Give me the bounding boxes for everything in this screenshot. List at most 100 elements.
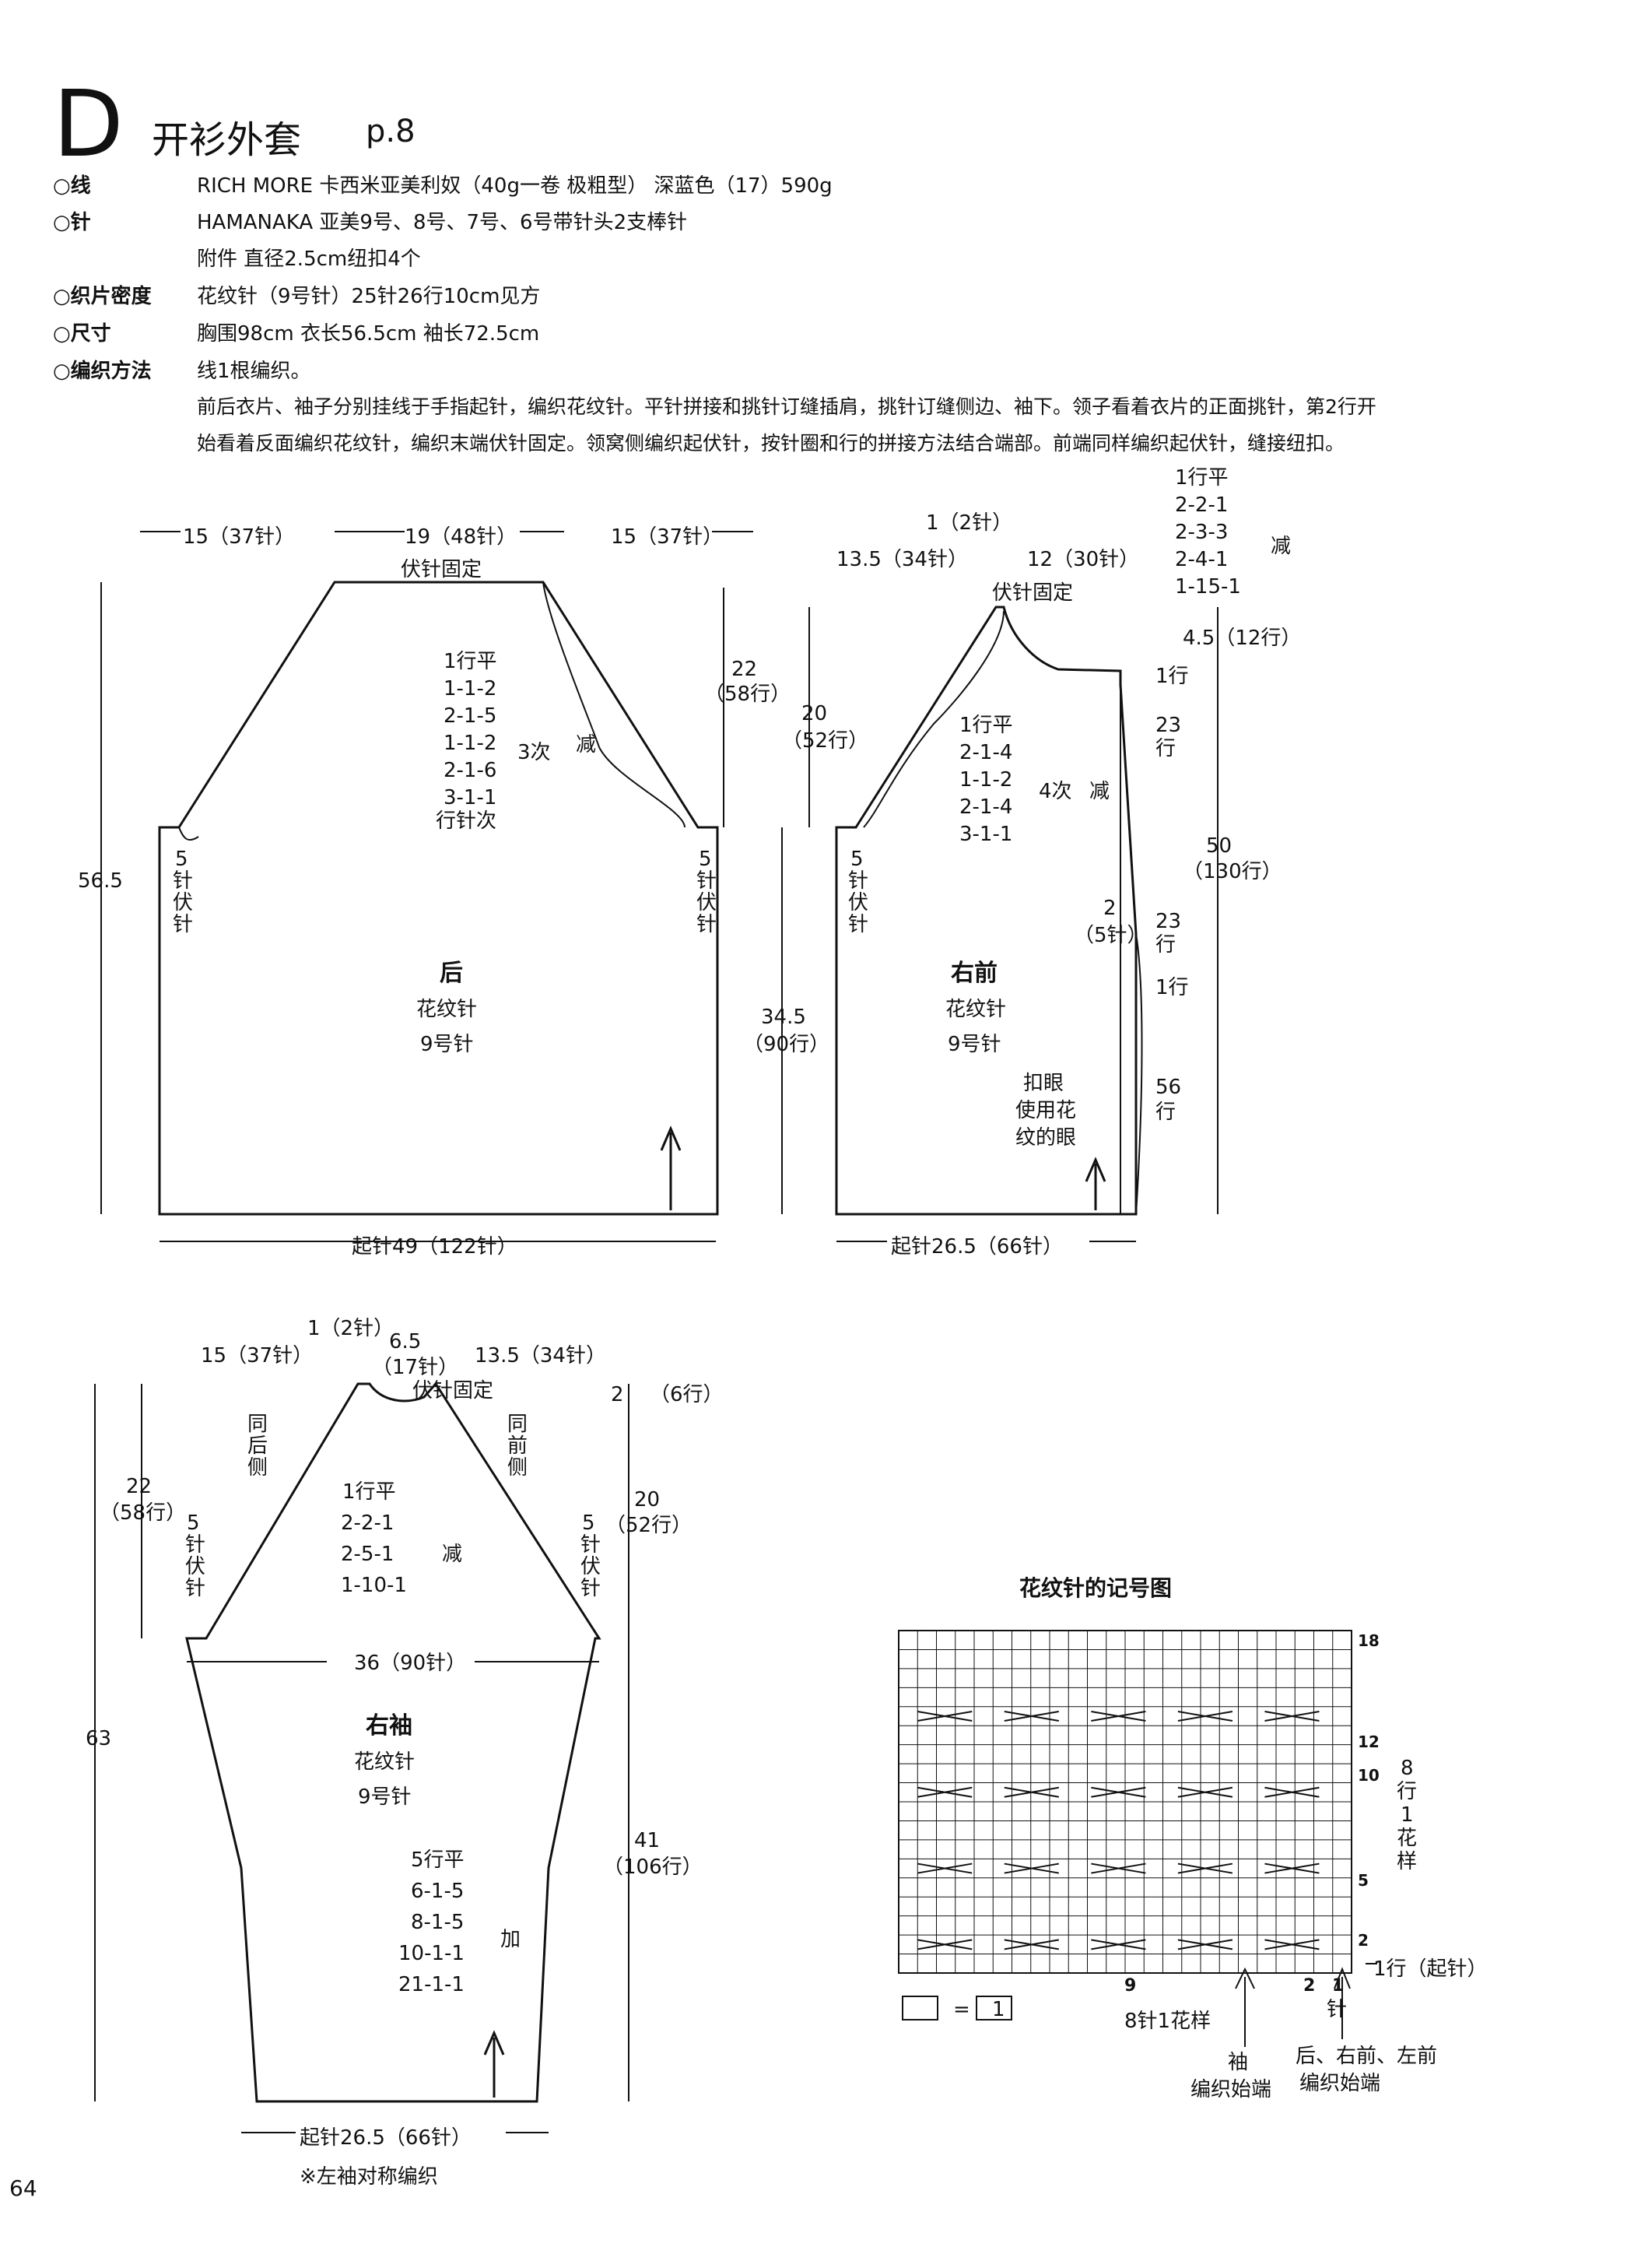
front-dec-word: 减 [1089,780,1110,803]
chart-row-18: 18 [1358,1631,1380,1650]
size-label: ○尺寸 [53,322,111,346]
sleeve-top-17: （17针） [372,1356,458,1379]
front-side-h: 34.5 [761,1006,806,1029]
sleeve-top-right: 13.5（34针） [475,1344,606,1367]
sleeve-ua-l-0: 5 [187,1511,200,1535]
front-outline [835,606,1138,1216]
sleeve-same-back-2: 侧 [247,1456,268,1480]
front-neck-4: 1-15-1 [1175,575,1241,599]
sleeve-same-front-2: 侧 [507,1456,528,1480]
chart-sleeve-start-1: 编织始端 [1190,2078,1271,2101]
sleeve-lower-rows: （106行） [603,1855,703,1879]
front-raglan-rows: （52行） [782,729,868,753]
chart-rep-2: 1 [1401,1803,1414,1827]
back-dec-1: 1-1-2 [444,677,496,700]
back-dec-4: 2-1-6 [444,759,496,782]
back-ua-r-3: 针 [696,913,717,936]
front-bind-off: 伏针固定 [992,581,1073,605]
sleeve-dec-1: 2-2-1 [341,1511,394,1535]
front-bh-0: 扣眼 [1023,1072,1064,1095]
front-ua-1: 针 [848,869,868,893]
sleeve-top-1: 1（2针） [307,1317,394,1340]
sleeve-cast-on: 起针26.5（66针） [300,2126,472,2150]
legend-purl-box [902,1996,938,2020]
back-ua-r-1: 针 [696,869,717,893]
sleeve-ua-l-2: 伏 [185,1555,205,1578]
method-line-2: 前后衣片、袖子分别挂线于手指起针，编织花纹针。平针拼接和挑针订缝插肩，挑针订缝侧… [197,395,1376,418]
front-rows23b-0: 23 [1155,910,1181,933]
section-letter: D [53,70,124,177]
sleeve-outline [185,1382,601,2103]
sleeve-ua-r-3: 针 [580,1577,601,1600]
chart-repeat-st: 8针1花样 [1124,2010,1211,2033]
front-dec-3: 2-1-4 [959,795,1012,819]
front-ua-2: 伏 [848,891,868,915]
back-dec-6: 行针次 [436,809,496,833]
sleeve-total-h: 63 [86,1727,111,1750]
back-cast-on: 起针49（122针） [352,1235,517,1259]
front-bh-2: 纹的眼 [1015,1126,1076,1150]
front-neck-1: 2-2-1 [1175,493,1228,517]
front-side-rows: （90行） [743,1033,829,1056]
accessory-value: 附件 直径2.5cm纽扣4个 [197,248,421,271]
sleeve-ua-r-1: 针 [580,1533,601,1557]
chart-col-zhen: 针 [1327,1998,1347,2021]
front-rows56-1: 行 [1155,1101,1176,1124]
front-neck-0: 1行平 [1175,466,1229,490]
sleeve-ua-r-2: 伏 [580,1555,601,1578]
sleeve-dec-word: 减 [442,1543,462,1566]
chart-row-10: 10 [1358,1766,1380,1785]
sleeve-right-h: 20 [634,1488,660,1511]
sleeve-same-back-0: 同 [247,1413,268,1436]
front-neck-word: 减 [1271,535,1291,558]
front-top-1: 1（2针） [926,511,1012,535]
front-rows23a-1: 行 [1155,737,1176,760]
sleeve-ua-l-3: 针 [185,1577,205,1600]
back-ua-l-2: 伏 [173,891,193,915]
sleeve-needle: 9号针 [358,1785,412,1809]
sleeve-lower-h: 41 [634,1829,660,1852]
sleeve-width: 36（90针） [354,1652,466,1675]
method-label: ○编织方法 [53,360,152,383]
back-bind-off: 伏针固定 [401,558,482,581]
front-ua-0: 5 [850,848,864,871]
chart-body-start-0: 后、右前、左前 [1296,2045,1437,2068]
front-dec-0: 1行平 [959,714,1013,737]
sleeve-dec-2: 2-5-1 [341,1543,394,1566]
back-ua-l-3: 针 [173,913,193,936]
chart-title: 花纹针的记号图 [1019,1575,1172,1601]
back-height: 56.5 [78,869,123,893]
sleeve-top-left: 15（37针） [201,1344,313,1367]
sleeve-left-h: 22 [126,1475,152,1498]
sleeve-inc-word: 加 [500,1928,521,1951]
back-top-mid: 19（48针） [405,525,517,549]
sleeve-ua-l-1: 针 [185,1533,205,1557]
gauge-value: 花纹针（9号针）25针26行10cm见方 [197,285,541,308]
front-dec-4: 3-1-1 [959,823,1012,846]
front-ua-3: 针 [848,913,868,936]
front-bh-1: 使用花 [1015,1099,1076,1122]
sleeve-dec-0: 1行平 [342,1480,396,1504]
chart-row-2: 2 [1358,1931,1369,1950]
back-raglan-rows: （58行） [704,683,791,706]
yarn-value: RICH MORE 卡西米亚美利奴（40g一卷 极粗型） 深蓝色（17）590g [197,174,833,198]
chart-row-5: 5 [1358,1871,1369,1890]
back-top-left: 15（37针） [183,525,295,549]
sleeve-note: ※左袖对称编织 [300,2165,438,2189]
chart-rep-0: 8 [1401,1757,1414,1780]
gauge-label: ○织片密度 [53,285,152,308]
back-top-right: 15（37针） [611,525,723,549]
chart-first-row: 1行（起针） [1373,1957,1488,1981]
back-dec-0: 1行平 [444,650,497,673]
front-neck-2: 2-3-3 [1175,521,1228,544]
chart-col-2: 2 [1303,1976,1315,1996]
back-outline [158,581,719,1216]
method-line-1: 线1根编织。 [197,360,311,383]
back-dec-word: 减 [576,733,596,757]
back-ua-r-2: 伏 [696,891,717,915]
chart-body-start-1: 编织始端 [1299,2072,1380,2095]
legend-knit-box [976,1996,1012,2020]
front-neck-width: 4.5（12行） [1183,627,1301,650]
